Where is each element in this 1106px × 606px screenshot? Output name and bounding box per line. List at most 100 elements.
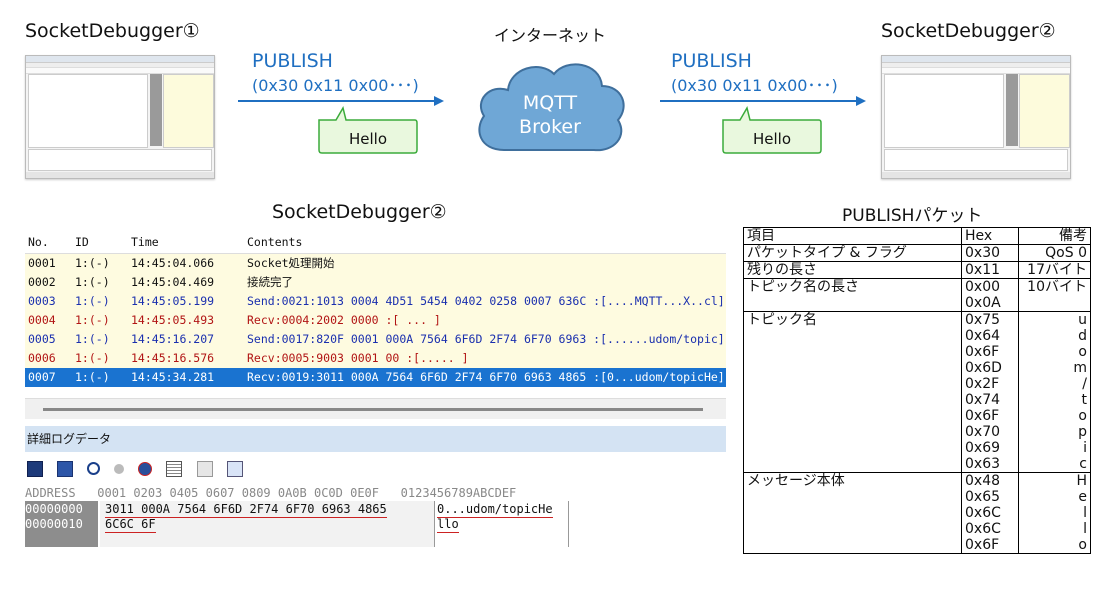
- log-header-row: No. ID Time Contents: [25, 231, 726, 254]
- packet-note: t: [1081, 392, 1088, 408]
- log-cell-id: 1:(-): [75, 313, 110, 327]
- log-cell-no: 0001: [28, 256, 56, 270]
- arrow-broker-to-right: [660, 96, 866, 106]
- log-cell-contents: Recv:0019:3011 000A 7564 6F6D 2F74 6F70 …: [247, 370, 725, 384]
- export-icon[interactable]: [57, 460, 74, 477]
- log-row[interactable]: 0001 1:(-) 14:45:04.066 Socket処理開始: [25, 254, 726, 273]
- packet-note: l: [1083, 521, 1087, 537]
- log-row[interactable]: 0004 1:(-) 14:45:05.493 Recv:0004:2002 0…: [25, 311, 726, 330]
- log-row[interactable]: 0005 1:(-) 14:45:16.207 Send:0017:820F 0…: [25, 330, 726, 349]
- log-table: No. ID Time Contents 0001 1:(-) 14:45:04…: [25, 231, 726, 387]
- log-header-no: No.: [28, 235, 49, 249]
- save-icon[interactable]: [27, 460, 43, 477]
- bubble-left-text: Hello: [348, 130, 388, 148]
- address-2: 00000010: [25, 517, 83, 531]
- packet-row-message-body: メッセージ本体 0x48 0x65 0x6C 0x6C 0x6F H e l l…: [743, 472, 1091, 554]
- packet-hex: 0x6C: [965, 505, 1001, 521]
- publish-bytes-right: (0x30 0x11 0x00･･･): [671, 76, 838, 95]
- log-cell-contents: Recv:0005:9003 0001 00 :[..... ]: [247, 351, 469, 365]
- log-row[interactable]: 0003 1:(-) 14:45:05.199 Send:0021:1013 0…: [25, 292, 726, 311]
- bubble-right-shape: [722, 106, 822, 154]
- packet-note: /: [1082, 376, 1087, 392]
- log-cell-time: 14:45:04.066: [131, 256, 215, 270]
- search-icon[interactable]: [87, 462, 101, 475]
- log-header-id: ID: [75, 235, 89, 249]
- settings-icon[interactable]: [226, 460, 243, 477]
- hex-line-2: 6C6C 6F: [105, 517, 156, 533]
- packet-note: 17バイト: [1018, 261, 1091, 279]
- log-cell-id: 1:(-): [75, 275, 110, 289]
- packet-hex: 0x30: [961, 244, 1019, 262]
- address-1: 00000000: [25, 502, 83, 516]
- packet-note: l: [1083, 505, 1087, 521]
- bubble-left-shape: [318, 106, 418, 154]
- packet-hex: 0x48: [965, 473, 1001, 489]
- debugger1-title: SocketDebugger①: [25, 20, 200, 42]
- cloud-icon: [478, 63, 625, 152]
- packet-hex: 0x75: [965, 312, 1001, 328]
- packet-table-title: PUBLISHパケット: [842, 206, 983, 226]
- log-cell-no: 0006: [28, 351, 56, 365]
- log-cell-time: 14:45:16.207: [131, 332, 215, 346]
- log-cell-id: 1:(-): [75, 332, 110, 346]
- packet-note: e: [1078, 489, 1087, 505]
- log-cell-contents: Send:0021:1013 0004 4D51 5454 0402 0258 …: [247, 294, 725, 308]
- packet-note: o: [1078, 408, 1087, 424]
- packet-hex: 0x00: [965, 279, 1001, 295]
- log-row[interactable]: 0006 1:(-) 14:45:16.576 Recv:0005:9003 0…: [25, 349, 726, 368]
- detail-toolbar: [27, 458, 252, 477]
- publish-label-right: PUBLISH: [671, 50, 752, 72]
- log-cell-no: 0004: [28, 313, 56, 327]
- packet-item: 残りの長さ: [743, 261, 962, 279]
- log-cell-time: 14:45:04.469: [131, 275, 215, 289]
- log-horizontal-scrollbar[interactable]: [25, 398, 726, 419]
- ascii-line-2: llo: [437, 517, 459, 533]
- hex-header-row: ADDRESS 0001 0203 0405 0607 0809 0A0B 0C…: [25, 486, 517, 500]
- copy-icon[interactable]: [196, 460, 213, 477]
- packet-item: トピック名の長さ: [743, 278, 962, 312]
- log-cell-time: 14:45:16.576: [131, 351, 215, 365]
- detail-panel-header: 詳細ログデータ: [25, 426, 726, 452]
- log-cell-id: 1:(-): [75, 256, 110, 270]
- packet-item: メッセージ本体: [743, 472, 962, 554]
- packet-note: c: [1079, 456, 1087, 472]
- packet-note: QoS 0: [1018, 244, 1091, 262]
- packet-row-remaining: 残りの長さ 0x11 17バイト: [743, 261, 1091, 279]
- scrollbar-thumb[interactable]: [43, 408, 703, 411]
- log-cell-contents: Socket処理開始: [247, 256, 335, 270]
- debugger2-screenshot: [881, 55, 1071, 179]
- packet-note: o: [1078, 537, 1087, 553]
- stop-icon[interactable]: [114, 463, 125, 474]
- log-cell-no: 0002: [28, 275, 56, 289]
- packet-note: u: [1078, 312, 1087, 328]
- packet-hex: 0x6F: [965, 408, 1000, 424]
- log-cell-no: 0007: [28, 370, 56, 384]
- packet-hex: 0x11: [961, 261, 1019, 279]
- log-cell-time: 14:45:05.199: [131, 294, 215, 308]
- log-cell-time: 14:45:05.493: [131, 313, 215, 327]
- list-icon[interactable]: [166, 460, 183, 477]
- log-cell-no: 0003: [28, 294, 56, 308]
- log-cell-id: 1:(-): [75, 294, 110, 308]
- hex-dump-panel: ADDRESS 0001 0203 0405 0607 0809 0A0B 0C…: [25, 485, 726, 547]
- packet-hex: 0x64: [965, 328, 1001, 344]
- log-cell-id: 1:(-): [75, 370, 110, 384]
- broker-line2: Broker: [519, 116, 581, 138]
- packet-note: d: [1078, 328, 1087, 344]
- packet-hex: 0x0A: [965, 295, 1001, 311]
- log-row-selected[interactable]: 0007 1:(-) 14:45:34.281 Recv:0019:3011 0…: [25, 368, 726, 387]
- packet-table: 項目 Hex 備考 パケットタイプ & フラグ 0x30 QoS 0 残りの長さ…: [743, 227, 1091, 554]
- log-cell-time: 14:45:34.281: [131, 370, 215, 384]
- log-header-contents: Contents: [247, 235, 303, 249]
- ascii-line-1: 0...udom/topicHe: [437, 502, 553, 518]
- bubble-right-text: Hello: [752, 130, 792, 148]
- publish-bytes-left: (0x30 0x11 0x00･･･): [252, 76, 419, 95]
- packet-hex: 0x2F: [965, 376, 1000, 392]
- packet-note: i: [1083, 440, 1087, 456]
- log-row[interactable]: 0002 1:(-) 14:45:04.469 接続完了: [25, 273, 726, 292]
- packet-header-note: 備考: [1018, 227, 1091, 245]
- internet-title: インターネット: [494, 26, 607, 45]
- packet-header-hex: Hex: [961, 227, 1019, 245]
- record-icon[interactable]: [138, 461, 153, 476]
